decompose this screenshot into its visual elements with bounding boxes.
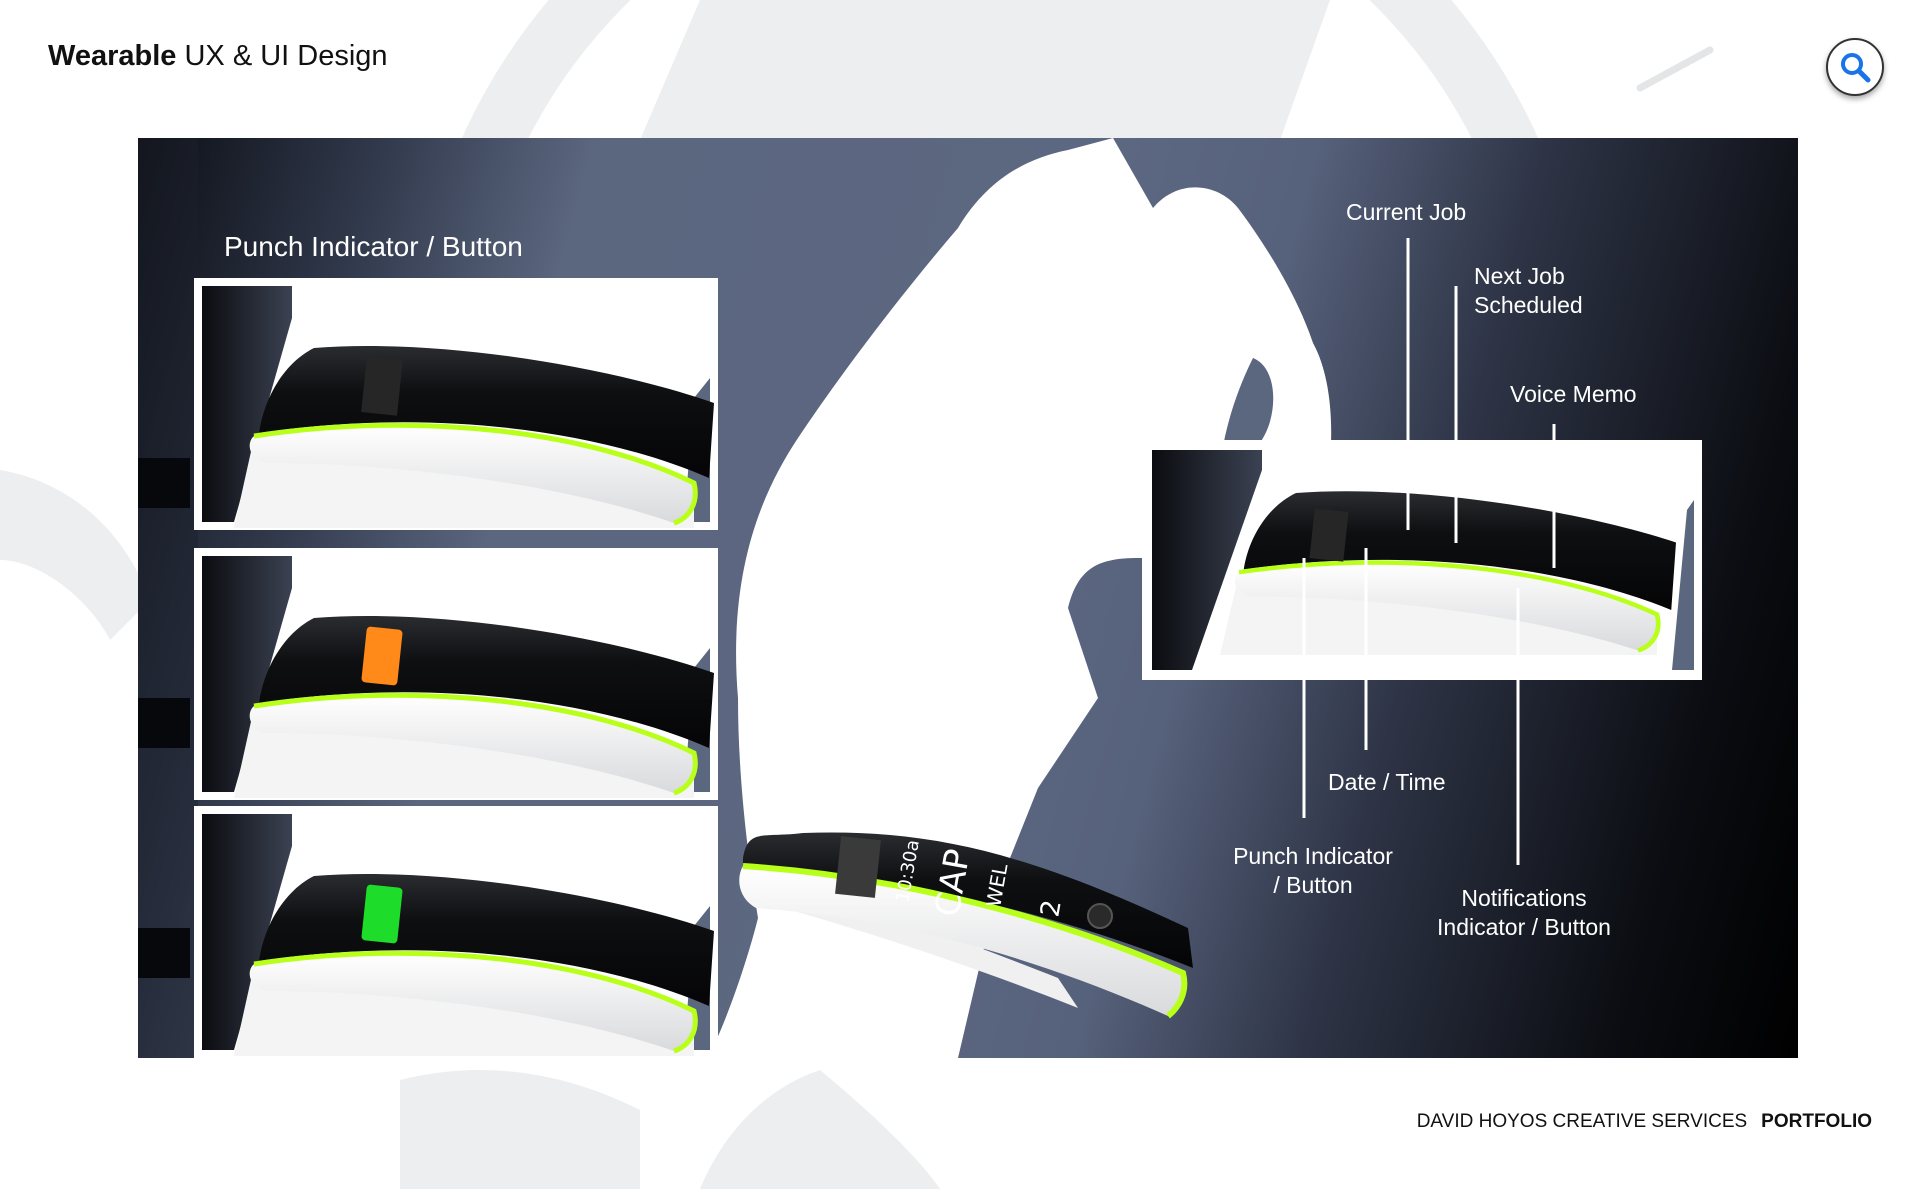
main-wrist-band: 10:30a CAP WEL 2 <box>739 832 1193 1019</box>
label-notif-line1: Notifications <box>1461 885 1587 911</box>
decorative-stroke <box>1636 46 1714 92</box>
page-title: Wearable UX & UI Design <box>48 40 388 73</box>
label-punch-title: Punch Indicator / Button <box>224 231 523 262</box>
callout-lines <box>1302 238 1556 865</box>
detail-panel <box>1142 440 1702 680</box>
page-title-bold: Wearable <box>48 40 177 72</box>
page-title-rest: UX & UI Design <box>176 40 388 72</box>
wearable-illustration: 10:30a CAP WEL 2 <box>138 138 1702 1058</box>
main-band-count: 2 <box>1035 898 1067 920</box>
label-next-job-line2: Scheduled <box>1474 292 1583 318</box>
footer: DAVID HOYOS CREATIVE SERVICES PORTFOLIO <box>1417 1111 1872 1133</box>
wearable-hero-image: 10:30a CAP WEL 2 <box>138 138 1798 1058</box>
label-next-job-line1: Next Job <box>1474 263 1565 289</box>
punch-panel-1 <box>194 278 718 530</box>
punch-panel-3 <box>194 806 718 1058</box>
label-next-job: Next Job Scheduled <box>1474 262 1583 320</box>
label-current-job: Current Job <box>1346 199 1467 225</box>
label-punch-line1: Punch Indicator <box>1233 843 1393 869</box>
label-voice-memo: Voice Memo <box>1510 381 1637 407</box>
label-punch-line2: / Button <box>1273 872 1353 898</box>
label-notifications: Notifications Indicator / Button <box>1418 884 1630 942</box>
label-date-time: Date / Time <box>1328 769 1446 795</box>
footer-studio: DAVID HOYOS CREATIVE SERVICES <box>1416 1111 1748 1132</box>
main-band-notification-button <box>1087 903 1113 929</box>
search-button[interactable] <box>1826 38 1884 96</box>
footer-portfolio-link[interactable]: PORTFOLIO <box>1761 1111 1872 1132</box>
punch-panel-2 <box>194 548 718 800</box>
search-icon <box>1841 53 1871 83</box>
label-notif-line2: Indicator / Button <box>1437 914 1611 940</box>
label-punch-indicator: Punch Indicator / Button <box>1220 842 1406 900</box>
